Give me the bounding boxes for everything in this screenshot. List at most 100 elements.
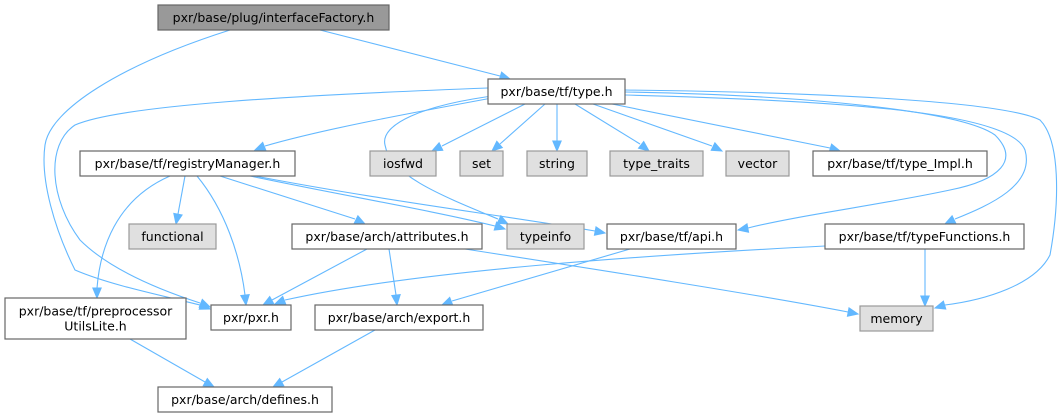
arrowhead-icon xyxy=(391,294,401,307)
edge-registryManager-to-pxr xyxy=(196,175,250,307)
edge-line xyxy=(464,248,849,313)
edge-line xyxy=(271,248,368,301)
edge-typeFunctions-to-memory xyxy=(920,249,930,308)
edge-type-to-pxr xyxy=(54,87,489,308)
node-label: UtilsLite.h xyxy=(64,319,126,334)
edge-line xyxy=(499,103,546,145)
node-box xyxy=(459,150,504,177)
arrowhead-icon xyxy=(273,295,287,305)
node-label: vector xyxy=(738,156,779,171)
node-label: functional xyxy=(141,229,203,244)
node-label: type_traits xyxy=(623,156,690,171)
arrowhead-icon xyxy=(710,141,724,152)
node-label: pxr/base/tf/type_Impl.h xyxy=(827,156,973,171)
node-string: string xyxy=(526,150,588,177)
arrowhead-icon xyxy=(198,298,212,308)
node-label: string xyxy=(539,156,575,171)
node-box xyxy=(4,297,187,340)
node-label: pxr/base/tf/typeFunctions.h xyxy=(839,229,1011,244)
arrowhead-icon xyxy=(933,300,947,310)
node-export[interactable]: pxr/base/arch/export.h xyxy=(314,304,484,331)
edge-line xyxy=(611,103,831,149)
arrowhead-icon xyxy=(202,377,216,388)
arrowhead-icon xyxy=(261,295,275,306)
edge-attributes-to-pxr xyxy=(261,248,368,306)
arrowhead-icon xyxy=(353,214,367,225)
edge-export-to-defines xyxy=(271,329,376,388)
arrowhead-icon xyxy=(92,287,102,300)
node-defines[interactable]: pxr/base/arch/defines.h xyxy=(157,386,333,413)
edge-type-to-vector xyxy=(592,103,724,152)
node-type[interactable]: pxr/base/tf/type.h xyxy=(487,78,626,105)
edge-interfaceFactory-to-type xyxy=(319,29,512,81)
arrowhead-icon xyxy=(920,295,930,308)
node-box xyxy=(812,150,988,177)
edge-line xyxy=(264,97,493,147)
node-box xyxy=(487,78,626,105)
arrowhead-icon xyxy=(846,307,860,317)
node-pxr[interactable]: pxr/pxr.h xyxy=(210,304,292,331)
arrowhead-icon xyxy=(253,141,267,151)
edge-line xyxy=(624,89,1058,306)
node-registryManager[interactable]: pxr/base/tf/registryManager.h xyxy=(79,150,296,177)
node-vector: vector xyxy=(725,150,790,177)
edge-line xyxy=(219,175,356,220)
node-label: pxr/base/arch/defines.h xyxy=(171,392,319,407)
node-box xyxy=(314,304,484,331)
node-box xyxy=(291,223,483,250)
arrowhead-icon xyxy=(491,140,504,152)
node-memory: memory xyxy=(859,305,934,332)
node-box xyxy=(824,223,1025,250)
edge-line xyxy=(43,29,231,306)
edge-line xyxy=(592,103,713,147)
edge-line xyxy=(388,248,397,296)
edge-line xyxy=(281,329,376,383)
node-iosfwd: iosfwd xyxy=(369,150,437,177)
arrowhead-icon xyxy=(496,214,510,225)
arrowhead-icon xyxy=(271,377,285,388)
edge-line xyxy=(129,338,206,383)
edge-line xyxy=(574,103,641,145)
edge-type-to-type_Impl xyxy=(611,103,842,153)
edge-line xyxy=(196,175,246,296)
edge-line xyxy=(624,91,1007,229)
arrowhead-icon xyxy=(493,221,507,231)
edge-attributes-to-export xyxy=(388,248,401,307)
node-box xyxy=(157,386,333,413)
node-typeFunctions[interactable]: pxr/base/tf/typeFunctions.h xyxy=(824,223,1025,250)
node-attributes[interactable]: pxr/base/arch/attributes.h xyxy=(291,223,483,250)
edge-registryManager-to-preprocessorUtilsLite xyxy=(92,175,171,300)
node-box xyxy=(606,223,737,250)
edge-line xyxy=(96,175,171,289)
edge-registryManager-to-typeinfo xyxy=(249,175,507,231)
edge-preprocessorUtilsLite-to-defines xyxy=(129,338,216,388)
node-box xyxy=(506,223,585,250)
edge-type-to-string xyxy=(552,104,562,153)
node-interfaceFactory[interactable]: pxr/base/plug/interfaceFactory.h xyxy=(157,4,390,31)
edge-line xyxy=(249,175,496,227)
node-label: pxr/base/arch/attributes.h xyxy=(305,229,468,244)
edge-line xyxy=(319,29,501,77)
node-box xyxy=(859,305,934,332)
edge-line xyxy=(54,87,489,304)
edge-typeFunctions-to-pxr xyxy=(273,245,826,305)
node-label: pxr/base/tf/registryManager.h xyxy=(95,156,281,171)
edge-type-to-typeinfo xyxy=(384,94,510,225)
node-label: iosfwd xyxy=(383,156,423,171)
edge-line xyxy=(284,245,826,301)
node-type_traits: type_traits xyxy=(609,150,704,177)
edge-line xyxy=(624,94,1027,220)
node-label: pxr/base/arch/export.h xyxy=(328,310,471,325)
edge-type-to-set xyxy=(491,103,546,152)
node-api[interactable]: pxr/base/tf/api.h xyxy=(606,223,737,250)
edge-type-to-memory xyxy=(624,89,1058,310)
nodes-layer: pxr/base/plug/interfaceFactory.h pxr/base… xyxy=(4,4,1025,413)
node-label: set xyxy=(472,156,491,171)
edges-layer xyxy=(43,29,1058,388)
arrowhead-icon xyxy=(736,223,750,233)
node-set: set xyxy=(459,150,504,177)
node-type_Impl[interactable]: pxr/base/tf/type_Impl.h xyxy=(812,150,988,177)
edge-registryManager-to-functional xyxy=(173,175,186,226)
arrowhead-icon xyxy=(637,140,651,152)
